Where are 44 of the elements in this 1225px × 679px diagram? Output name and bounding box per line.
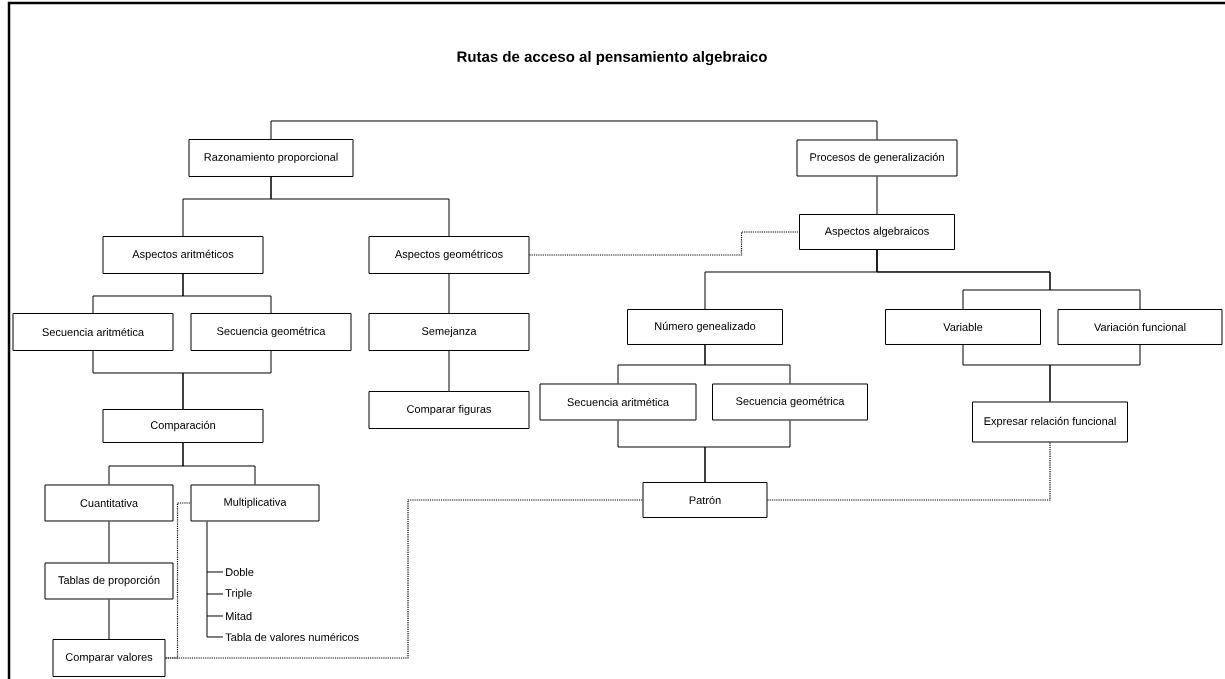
- connector-line: [704, 420, 791, 483]
- connector-line: [876, 249, 1141, 310]
- connector-line: [1049, 344, 1141, 402]
- concept-box: Comparar figuras: [368, 391, 530, 429]
- list-item: Triple: [225, 588, 252, 600]
- concept-box: Razonamiento proporcional: [188, 139, 354, 177]
- list-item: Mitad: [226, 611, 252, 621]
- connector-line: [448, 273, 450, 314]
- dotted-connector: [766, 441, 1051, 501]
- concept-box: Tablas de proporción: [44, 562, 174, 600]
- title: Rutas de acceso al pensamiento algebraico: [457, 50, 767, 66]
- connector-line: [182, 442, 256, 485]
- list-item: Doble: [226, 567, 254, 577]
- concept-box: Secuencia geométrica: [712, 383, 868, 421]
- concept-box: Secuencia geométrica: [190, 313, 352, 351]
- connector-line: [108, 521, 110, 563]
- list-item: Tabla de valores numéricos: [225, 632, 359, 642]
- connector-line: [270, 176, 450, 237]
- connector-line: [704, 344, 791, 384]
- concept-box: Número genealizado: [627, 309, 783, 345]
- concept-box: Aspectos geométricos: [368, 236, 530, 274]
- connector-line: [270, 120, 878, 140]
- connector-line: [182, 350, 272, 410]
- concept-box: Expresar relación funcional: [972, 401, 1128, 443]
- concept-box: Aspectos aritméticos: [102, 236, 264, 274]
- connector-line: [182, 273, 272, 314]
- concept-box: Variable: [885, 309, 1041, 345]
- concept-box: Secuencia aritmética: [539, 383, 697, 421]
- concept-box: Aspectos algebraicos: [799, 214, 955, 250]
- connector-line: [876, 176, 878, 215]
- concept-box: Secuencia aritmética: [12, 313, 174, 351]
- concept-box: Procesos de generalización: [796, 139, 958, 177]
- dotted-connector: [528, 231, 800, 256]
- concept-box: Comparar valores: [52, 639, 166, 677]
- concept-box: Multiplicativa: [190, 484, 320, 522]
- tree-connector: [206, 521, 224, 638]
- concept-box: Cuantitativa: [44, 484, 174, 522]
- dotted-connector: [164, 499, 644, 659]
- connector-line: [108, 599, 110, 640]
- connector-line: [448, 350, 450, 392]
- concept-box: Variación funcional: [1057, 309, 1223, 345]
- concept-box: Semejanza: [368, 313, 530, 351]
- concept-box: Comparación: [102, 409, 264, 443]
- concept-box: Patrón: [642, 482, 768, 518]
